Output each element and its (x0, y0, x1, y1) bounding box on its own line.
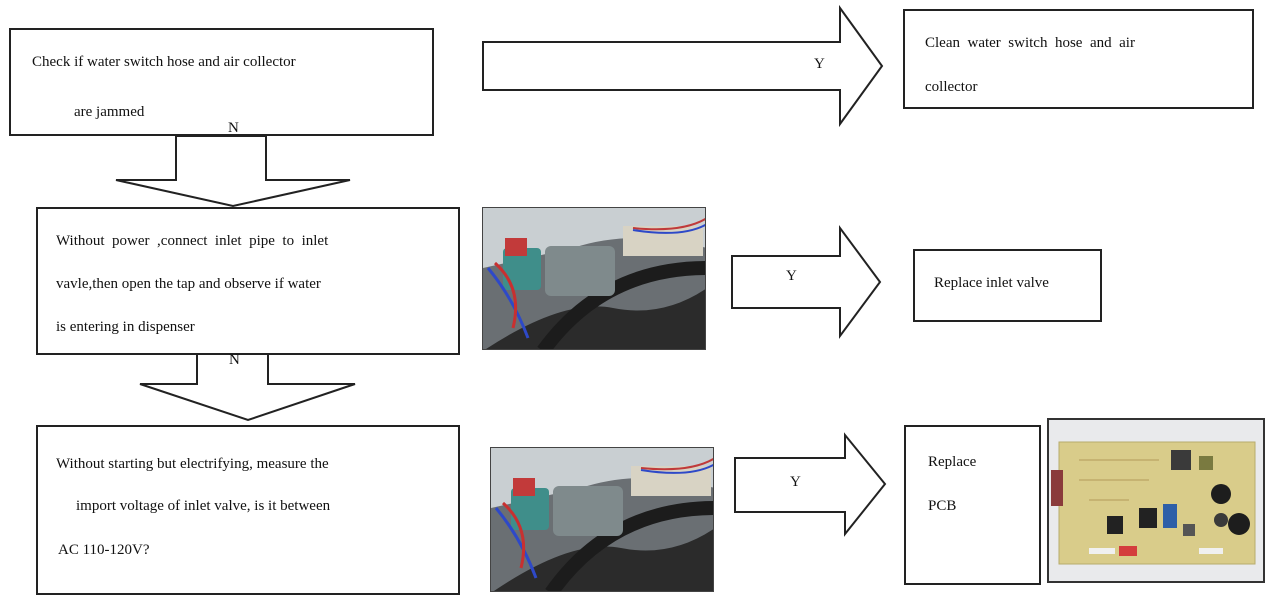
yes-arrow-3 (734, 432, 887, 537)
yes-arrow-2 (731, 224, 882, 340)
step-2-no-label: N (229, 352, 240, 368)
action-3-box (904, 425, 1041, 585)
action-3-line-1: Replace (928, 454, 977, 470)
action-1-box (903, 9, 1254, 109)
no-arrow-1 (115, 135, 351, 208)
inlet-valve-photo-2 (490, 447, 714, 592)
pcb-image (1049, 420, 1263, 581)
step-2-question-line-3: is entering in dispenser (56, 319, 195, 335)
step-3-yes-label: Y (790, 474, 801, 490)
pcb-photo (1047, 418, 1265, 583)
action-1-line-1: Clean water switch hose and air (925, 35, 1135, 51)
step-2-yes-label: Y (786, 268, 797, 284)
step-1-question-line-2: are jammed (74, 104, 145, 120)
step-3-question-line-3: AC 110-120V? (58, 542, 150, 558)
step-3-question-line-2: import voltage of inlet valve, is it bet… (76, 498, 331, 514)
inlet-valve-image-2 (491, 448, 713, 591)
action-3-line-2: PCB (928, 498, 957, 514)
inlet-valve-image (483, 208, 705, 349)
step-2-question-line-1: Without power ,connect inlet pipe to inl… (56, 233, 329, 249)
step-2-question-line-2: vavle,then open the tap and observe if w… (56, 276, 321, 292)
no-arrow-2 (139, 353, 356, 422)
action-2-line-1: Replace inlet valve (934, 275, 1049, 291)
step-1-question-box (9, 28, 434, 136)
yes-arrow-1 (482, 4, 884, 128)
step-3-question-line-1: Without starting but electrifying, measu… (56, 456, 329, 472)
step-2-question-box (36, 207, 460, 355)
inlet-valve-photo-1 (482, 207, 706, 350)
action-2-box (913, 249, 1102, 322)
step-1-question-line-1: Check if water switch hose and air colle… (32, 54, 296, 70)
step-1-no-label: N (228, 120, 239, 136)
step-3-question-box (36, 425, 460, 595)
step-1-yes-label: Y (814, 56, 825, 72)
action-1-line-2: collector (925, 79, 978, 95)
